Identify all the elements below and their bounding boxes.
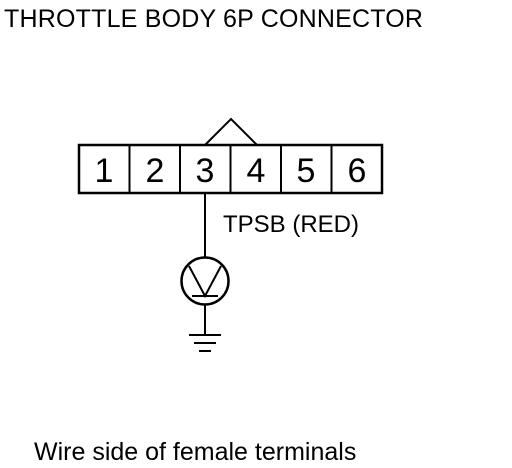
pin-label-1: 1 <box>95 152 114 190</box>
pin-label-5: 5 <box>297 152 316 190</box>
pin-label-3: 3 <box>196 152 215 190</box>
pin-labels: 1 2 3 4 5 6 <box>95 152 367 190</box>
pin-label-4: 4 <box>247 152 266 190</box>
diagram-title: THROTTLE BODY 6P CONNECTOR <box>4 5 423 33</box>
pin-dividers <box>128 145 333 193</box>
voltmeter-icon <box>180 256 230 306</box>
pin-label-6: 6 <box>348 152 367 190</box>
diagram-caption: Wire side of female terminals <box>34 438 356 466</box>
ground-icon <box>189 334 221 352</box>
pin-label-2: 2 <box>146 152 165 190</box>
wire-label: TPSB (RED) <box>223 211 359 238</box>
connector-lock-tab <box>204 117 258 146</box>
